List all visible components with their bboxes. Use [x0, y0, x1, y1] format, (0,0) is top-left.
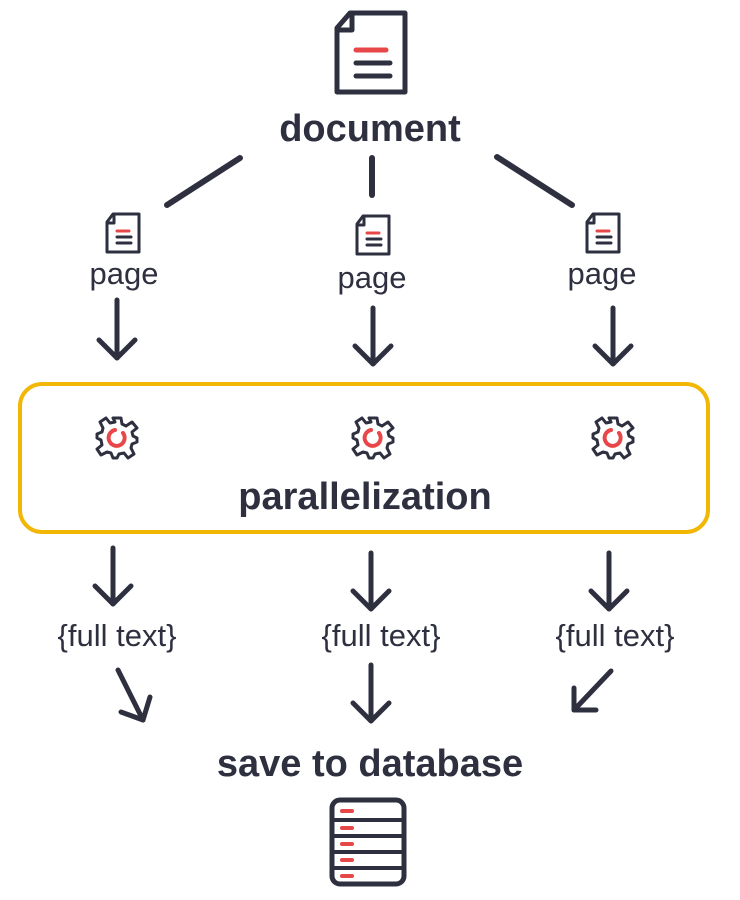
page-label: page [567, 256, 637, 291]
page-label: page [337, 260, 407, 295]
full-text-label: {full text} [321, 618, 441, 653]
save-to-database-label: save to database [216, 743, 524, 785]
page-icon [105, 212, 141, 254]
down-arrows-top [96, 297, 634, 367]
parallelization-label: parallelization [238, 476, 492, 518]
page-icon [355, 214, 391, 256]
gear-icon [351, 416, 395, 460]
converging-arrows [115, 662, 614, 724]
gear-icon [95, 416, 139, 460]
database-icon [329, 797, 407, 887]
branch-lines [164, 154, 575, 208]
down-arrows-middle [92, 545, 630, 612]
page-icon [585, 212, 621, 254]
full-text-label: {full text} [57, 618, 177, 653]
parallelization-box [18, 382, 710, 534]
document-label: document [279, 108, 461, 150]
gear-icon [591, 416, 635, 460]
document-icon [334, 10, 408, 95]
full-text-label: {full text} [555, 618, 675, 653]
page-label: page [89, 256, 159, 291]
